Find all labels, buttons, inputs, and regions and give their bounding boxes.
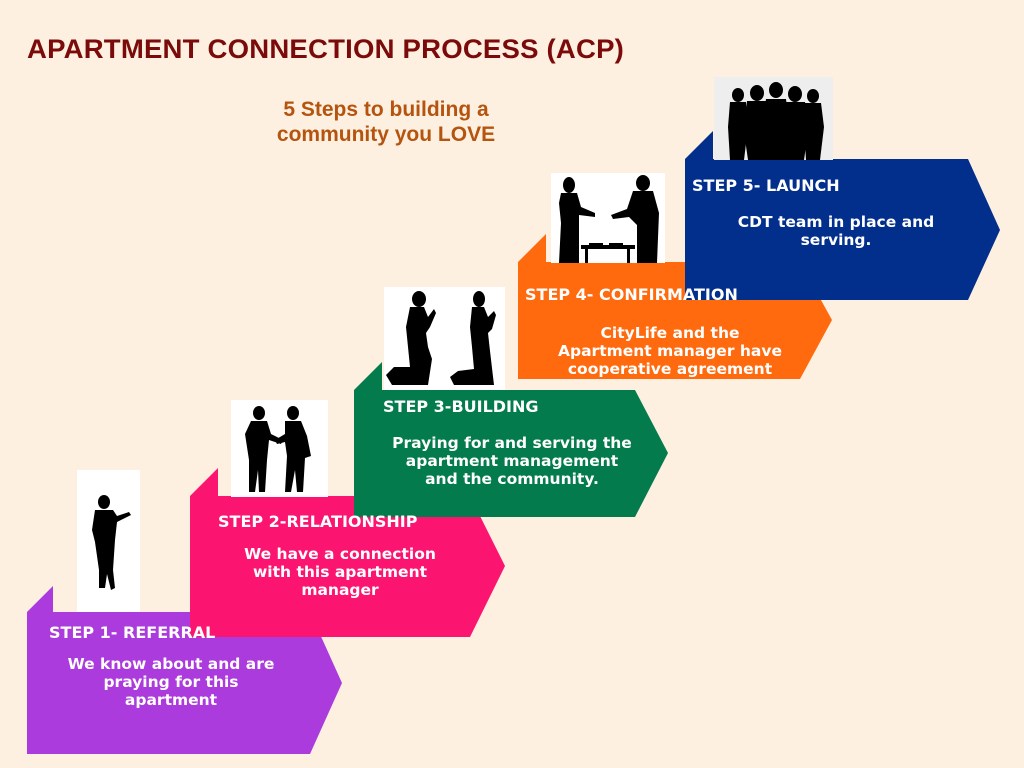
step-1-description: We know about and are praying for this a… (40, 655, 302, 709)
step-1-desc-line: apartment (124, 691, 218, 709)
step-5-desc-line: serving. (800, 231, 872, 249)
step-2-desc-line: manager (301, 581, 379, 599)
step-2-description: We have a connection with this apartment… (208, 545, 472, 599)
step-2-arrow (190, 468, 505, 637)
step-3-desc-line: apartment management (405, 452, 619, 470)
subtitle-line-1: 5 Steps to building a (283, 98, 489, 121)
step-3-arrow (354, 362, 668, 517)
step-2-title: STEP 2-RELATIONSHIP (218, 512, 418, 531)
step-3-description: Praying for and serving the apartment ma… (370, 434, 654, 488)
step-4-desc-line: Apartment manager have (558, 342, 782, 360)
step-4-tab (518, 234, 546, 262)
step-2-desc-line: with this apartment (252, 563, 428, 581)
step-4-desc-line: cooperative agreement (567, 360, 773, 378)
business-handshake-icon (559, 175, 659, 263)
step-5-tab (685, 131, 713, 159)
handshake-icon (245, 406, 311, 492)
subtitle: 5 Steps to building a community you LOVE (236, 97, 536, 147)
subtitle-line-2: community you LOVE (276, 123, 496, 146)
step-4-description: CityLife and the Apartment manager have … (530, 324, 810, 378)
step-1-body (27, 612, 342, 754)
step-1-arrow (27, 586, 342, 754)
step-3-desc-line: and the community. (425, 470, 599, 488)
page-title: APARTMENT CONNECTION PROCESS (ACP) (27, 34, 625, 64)
step-2-tab (190, 468, 218, 496)
step-3-photo (384, 287, 505, 390)
step-5-desc-line: CDT team in place and (737, 213, 935, 231)
step-3-tab (354, 362, 382, 390)
step-5-photo (714, 77, 833, 160)
step-5-description: CDT team in place and serving. (700, 213, 972, 249)
step-3-body (354, 390, 668, 517)
step-2-photo (231, 400, 328, 497)
step-3-title: STEP 3-BUILDING (383, 397, 539, 416)
pointing-person-icon (92, 495, 131, 590)
step-4-desc-line: CityLife and the (600, 324, 740, 342)
step-1-photo (77, 470, 140, 612)
group-silhouette-icon (728, 82, 824, 160)
step-5-arrow (685, 131, 1000, 300)
step-1-desc-line: praying for this (103, 673, 239, 691)
step-2-desc-line: We have a connection (244, 545, 436, 563)
step-1-desc-line: We know about and are (67, 655, 275, 673)
kneeling-prayer-icon (386, 291, 496, 385)
step-5-title: STEP 5- LAUNCH (692, 176, 840, 195)
step-2-body (190, 496, 505, 637)
step-4-title: STEP 4- CONFIRMATION (525, 285, 738, 304)
step-4-photo (551, 173, 665, 263)
step-5-body (685, 159, 1000, 300)
step-3-desc-line: Praying for and serving the (392, 434, 632, 452)
step-1-title: STEP 1- REFERRAL (49, 623, 216, 642)
step-1-tab (27, 586, 53, 612)
